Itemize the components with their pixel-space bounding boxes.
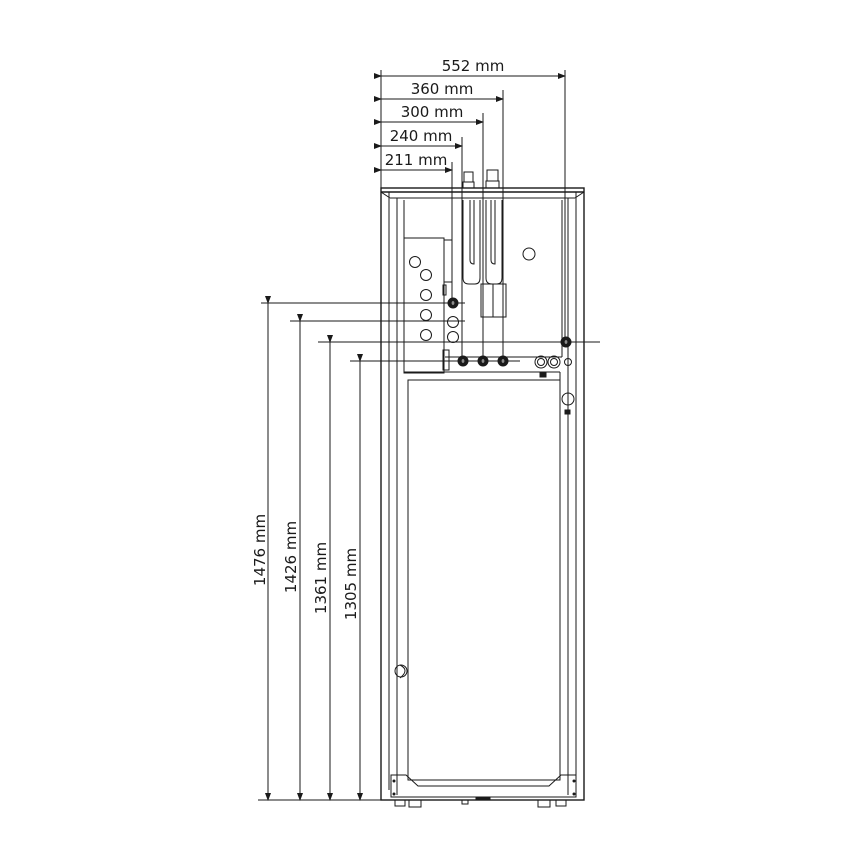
dim-1305: 1305 mm (342, 548, 360, 620)
dim-552: 552 mm (442, 57, 505, 75)
vertical-dimensions (258, 296, 600, 801)
dim-1361: 1361 mm (312, 542, 330, 614)
dim-1426: 1426 mm (282, 521, 300, 593)
horizontal-dimension-labels: 552 mm 360 mm 300 mm 240 mm 211 mm (385, 57, 505, 169)
dim-360: 360 mm (411, 80, 474, 98)
dim-211: 211 mm (385, 151, 448, 169)
dim-300: 300 mm (401, 103, 464, 121)
vertical-dimension-labels: 1476 mm 1426 mm 1361 mm 1305 mm (251, 514, 360, 620)
dim-1476: 1476 mm (251, 514, 269, 586)
unit-body (380, 169, 585, 808)
horizontal-dimensions (374, 70, 566, 365)
dim-240: 240 mm (390, 127, 453, 145)
